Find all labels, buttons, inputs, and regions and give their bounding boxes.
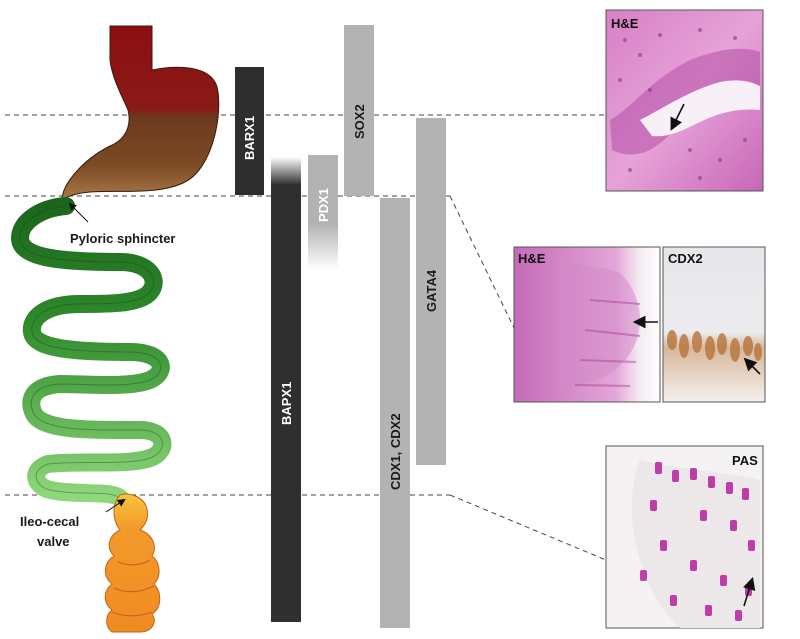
stomach-histology-panel: H&E: [605, 9, 764, 192]
colon-pas-arrow: [743, 576, 756, 607]
barx1-label: BARX1: [242, 116, 257, 160]
sox2-bar: [344, 25, 374, 196]
ileocecal-label-line2: valve: [37, 534, 70, 549]
gata4-bar: [416, 118, 446, 465]
pyloric-sphincter-label: Pyloric sphincter: [70, 231, 175, 246]
intestine-he-label: H&E: [518, 251, 546, 266]
bapx1-label: BAPX1: [279, 382, 294, 425]
sox2-label: SOX2: [352, 104, 367, 139]
small-intestine: [11, 197, 172, 507]
stomach: [61, 25, 220, 201]
cdx-bar: [380, 198, 410, 628]
gata4-label: GATA4: [424, 269, 439, 312]
bapx1-bar: [271, 157, 301, 622]
intestine-cdx2-arrow: [743, 357, 761, 375]
intestine-cdx2-panel: CDX2: [662, 246, 766, 403]
pdx1-bar: [308, 155, 338, 270]
intestine-he-panel: H&E: [513, 246, 661, 403]
pdx1-label: PDX1: [316, 188, 331, 222]
ileocecal-arrow: [105, 498, 126, 513]
cdx-label: CDX1, CDX2: [388, 413, 403, 490]
ileocecal-label-line1: Ileo-cecal: [20, 514, 79, 529]
ileocecal-to-panel-line: [449, 494, 607, 561]
barx1-bar: [235, 67, 264, 195]
colon-pas-label: PAS: [732, 453, 758, 468]
intestine-cdx2-label: CDX2: [668, 251, 703, 266]
stomach-panel-arrow: [670, 103, 685, 131]
colon-pas-panel: PAS: [605, 445, 764, 629]
gene-bars: BARX1 BAPX1 PDX1 SOX2 CDX1, CDX2 GATA4: [235, 25, 446, 628]
pyloric-arrow: [68, 202, 89, 223]
pylorus-to-panel-line: [449, 195, 516, 331]
small-intestine-outline: [19, 205, 163, 499]
stomach-stain-label: H&E: [611, 16, 639, 31]
colon: [104, 493, 161, 633]
